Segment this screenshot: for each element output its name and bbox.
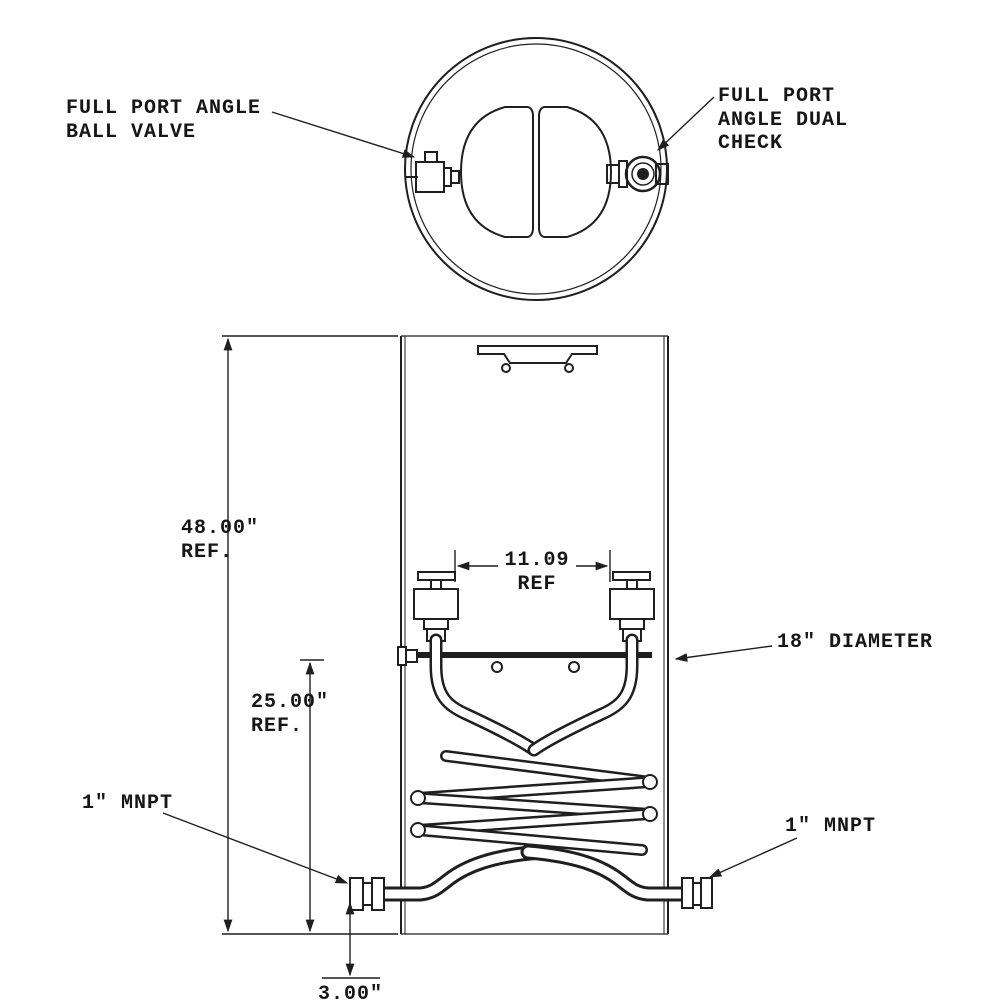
mnpt-union-right: [681, 877, 713, 909]
ball-valve-top-view: [406, 151, 460, 193]
wall-fitting-left: [397, 646, 418, 666]
bracket-port-left: [491, 661, 503, 673]
mnpt-union-left: [349, 877, 385, 911]
lid-inner-ring: [410, 43, 662, 295]
leader-ball-valve: [271, 111, 416, 158]
bracket-port-right: [568, 661, 580, 673]
leader-lines: [162, 96, 798, 884]
label-mnpt-right: 1" MNPT: [785, 815, 877, 838]
dim-3-bottom: [322, 901, 380, 979]
dimensions: [222, 335, 611, 979]
expansion-coil: [418, 756, 650, 850]
label-mnpt-left: 1" MNPT: [82, 792, 174, 815]
dim-48-ref: [222, 335, 398, 935]
ball-valve-side-view: [413, 571, 459, 642]
leader-mnpt-right: [708, 837, 798, 878]
label-dual-check: FULL PORT ANGLE DUAL CHECK: [718, 85, 849, 156]
line-art: [162, 37, 798, 979]
piping: [372, 640, 700, 894]
label-bottom-dim: 3.00": [318, 983, 384, 1000]
top-view-lid: [404, 37, 669, 301]
label-ball-valve: FULL PORT ANGLE BALL VALVE: [66, 97, 262, 144]
label-offset-ref: 25.00" REF.: [251, 691, 330, 738]
dim-25-ref: [300, 659, 324, 933]
leader-dual-check: [657, 96, 715, 151]
dual-check-top-view: [606, 155, 669, 193]
leader-diameter: [674, 645, 773, 662]
label-spacing-ref: 11.09 REF: [498, 549, 576, 597]
label-diameter: 18" DIAMETER: [777, 631, 934, 654]
coil-end-fittings: [410, 774, 658, 838]
lid-lift-handle: [477, 345, 598, 373]
side-view-pit: [349, 335, 713, 935]
lid-handle-left-lobe: [459, 106, 534, 238]
leader-mnpt-left: [162, 812, 349, 884]
lid-handle-right-lobe: [538, 106, 613, 238]
label-height-ref: 48.00" REF.: [181, 517, 260, 564]
dual-check-side-view: [609, 571, 655, 642]
